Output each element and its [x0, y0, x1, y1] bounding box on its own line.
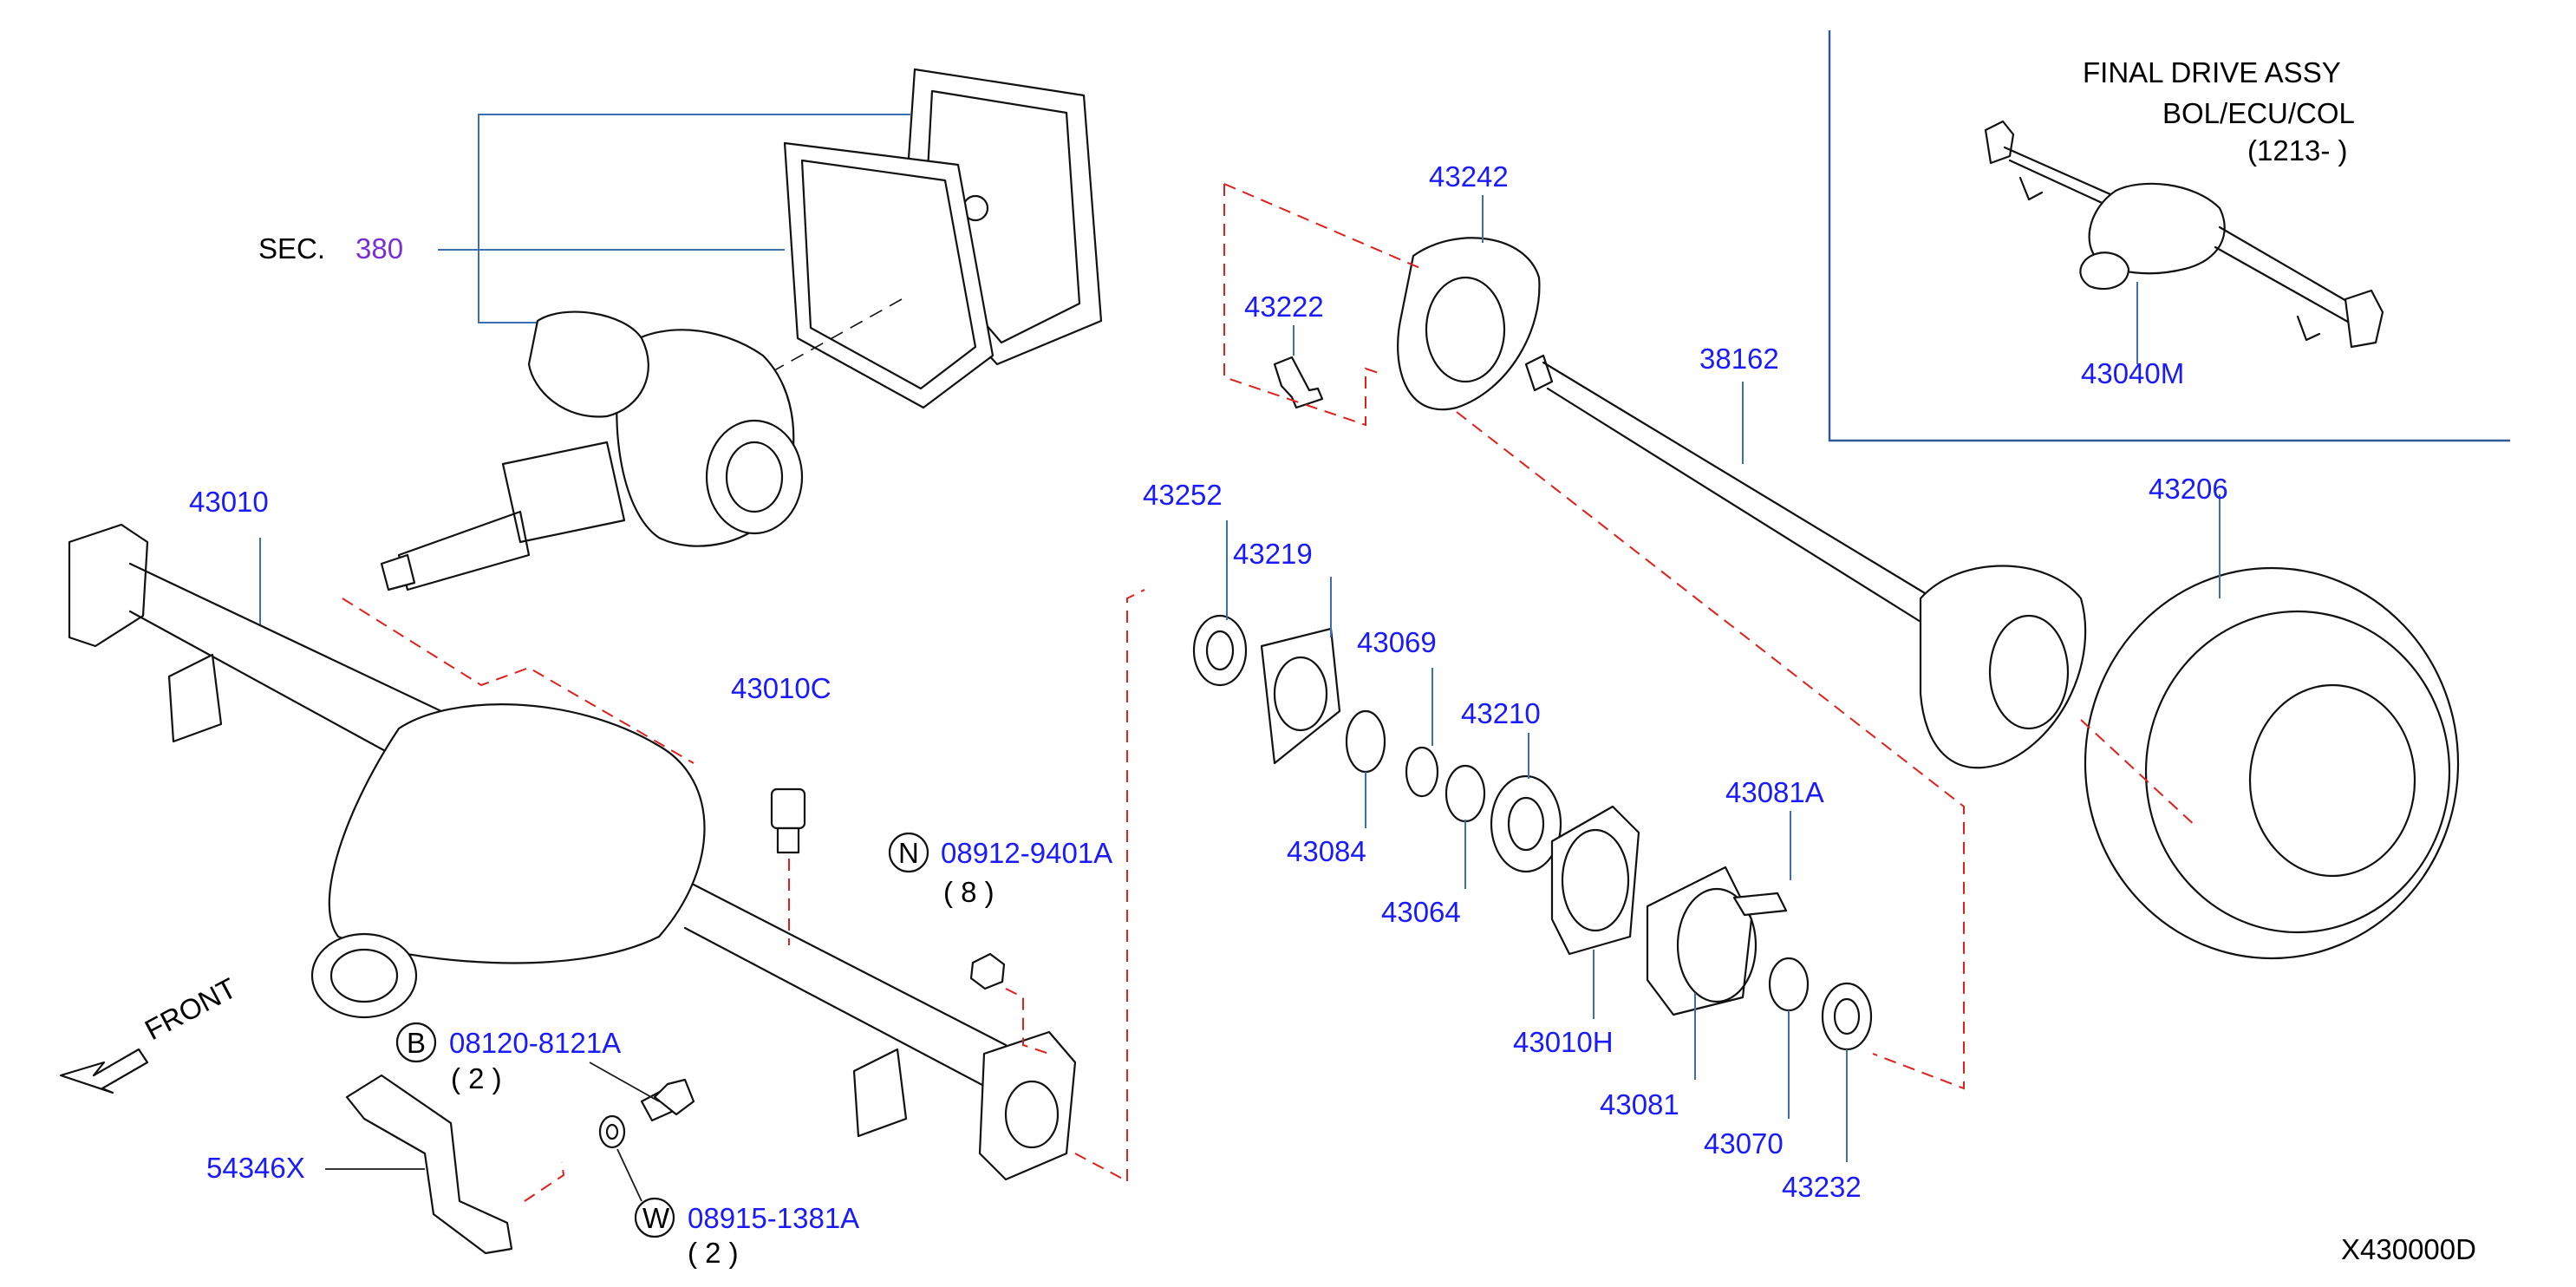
brake-drum-drawing: [2084, 494, 2460, 960]
axle-shaft-drawing: [1524, 354, 2087, 769]
breather-drawing: [770, 787, 806, 854]
hardware-nut-callout: N 08912-9401A ( 8 ): [888, 832, 1112, 908]
part-43206[interactable]: 43206: [2149, 473, 2228, 505]
gasket-43010H-drawing: [1550, 805, 1640, 1019]
washer-qty: ( 2 ): [688, 1237, 739, 1269]
part-43232[interactable]: 43232: [1782, 1171, 1862, 1203]
inset-axle-drawing: [1984, 120, 2384, 364]
part-43069[interactable]: 43069: [1357, 626, 1437, 658]
part-43081A[interactable]: 43081A: [1725, 776, 1824, 808]
nut-drawing: [969, 952, 1006, 990]
bolt-drawing: [589, 1062, 695, 1122]
hardware-bolt-callout: B 08120-8121A ( 2 ): [395, 1022, 621, 1094]
part-54346X[interactable]: 54346X: [206, 1152, 305, 1184]
section-prefix: SEC.: [258, 232, 325, 265]
gasket-43219-drawing: [1260, 577, 1341, 765]
inset-panel: FINAL DRIVE ASSY BOL/ECU/COL (1213- ) 43…: [1828, 30, 2510, 442]
oil-seal-drawing: [1192, 520, 1248, 687]
differential-drawing: [380, 310, 804, 591]
ring-43070-drawing: [1768, 957, 1810, 1119]
spacer-43064-drawing: [1445, 764, 1486, 889]
nut-part-number[interactable]: 08912-9401A: [941, 837, 1112, 869]
nut-qty: ( 8 ): [943, 876, 995, 908]
bolt-part-number[interactable]: 08120-8121A: [449, 1027, 621, 1059]
seal-43232-drawing: [1821, 982, 1873, 1162]
washer-part-number[interactable]: 08915-1381A: [688, 1202, 859, 1234]
section-reference: SEC. 380: [258, 114, 910, 323]
lock-washer-drawing: [1345, 709, 1386, 828]
bolt-qty: ( 2 ): [451, 1062, 502, 1094]
axle-housing-drawing: [68, 523, 1077, 1181]
part-43081[interactable]: 43081: [1600, 1088, 1679, 1120]
inset-date: (1213- ): [2247, 134, 2348, 167]
part-43242[interactable]: 43242: [1429, 160, 1509, 193]
part-labels: 43242 43222 38162 43010 43252 43219 4306…: [189, 160, 2228, 1203]
nut-43069-drawing: [1405, 668, 1439, 798]
part-43010H[interactable]: 43010H: [1513, 1026, 1614, 1058]
part-43010[interactable]: 43010: [189, 486, 269, 518]
bearing-housing-drawing: [1646, 866, 1758, 1080]
washer-drawing: [598, 1114, 642, 1202]
washer-badge: W: [642, 1202, 670, 1234]
part-43210[interactable]: 43210: [1461, 697, 1541, 729]
diagram-code: X430000D: [2341, 1233, 2476, 1265]
part-43084[interactable]: 43084: [1287, 835, 1366, 867]
front-label: FRONT: [140, 971, 242, 1046]
part-43070[interactable]: 43070: [1704, 1127, 1784, 1160]
bolt-badge: B: [407, 1027, 426, 1059]
bearing-43210-drawing: [1490, 733, 1562, 873]
nut-badge: N: [898, 837, 919, 869]
inset-title: FINAL DRIVE ASSY: [2083, 56, 2341, 88]
inset-model: BOL/ECU/COL: [2162, 97, 2355, 129]
hub-bolt-drawing: [1273, 325, 1324, 409]
backing-plate-drawing: [1397, 195, 1541, 411]
part-43064[interactable]: 43064: [1381, 896, 1461, 928]
section-number[interactable]: 380: [355, 232, 403, 265]
bolt-43081A-drawing: [1732, 811, 1791, 917]
part-38162[interactable]: 38162: [1699, 343, 1779, 375]
inset-part-label: 43040M: [2081, 357, 2184, 389]
diff-cover-drawing: [753, 68, 1103, 409]
part-43252[interactable]: 43252: [1143, 479, 1223, 511]
hardware-washer-callout: W 08915-1381A ( 2 ): [634, 1197, 859, 1269]
part-43219[interactable]: 43219: [1233, 538, 1313, 570]
part-43222[interactable]: 43222: [1244, 291, 1324, 323]
front-arrow: FRONT: [59, 971, 242, 1094]
bracket-drawing: [325, 1074, 513, 1255]
part-43010C[interactable]: 43010C: [731, 672, 831, 704]
